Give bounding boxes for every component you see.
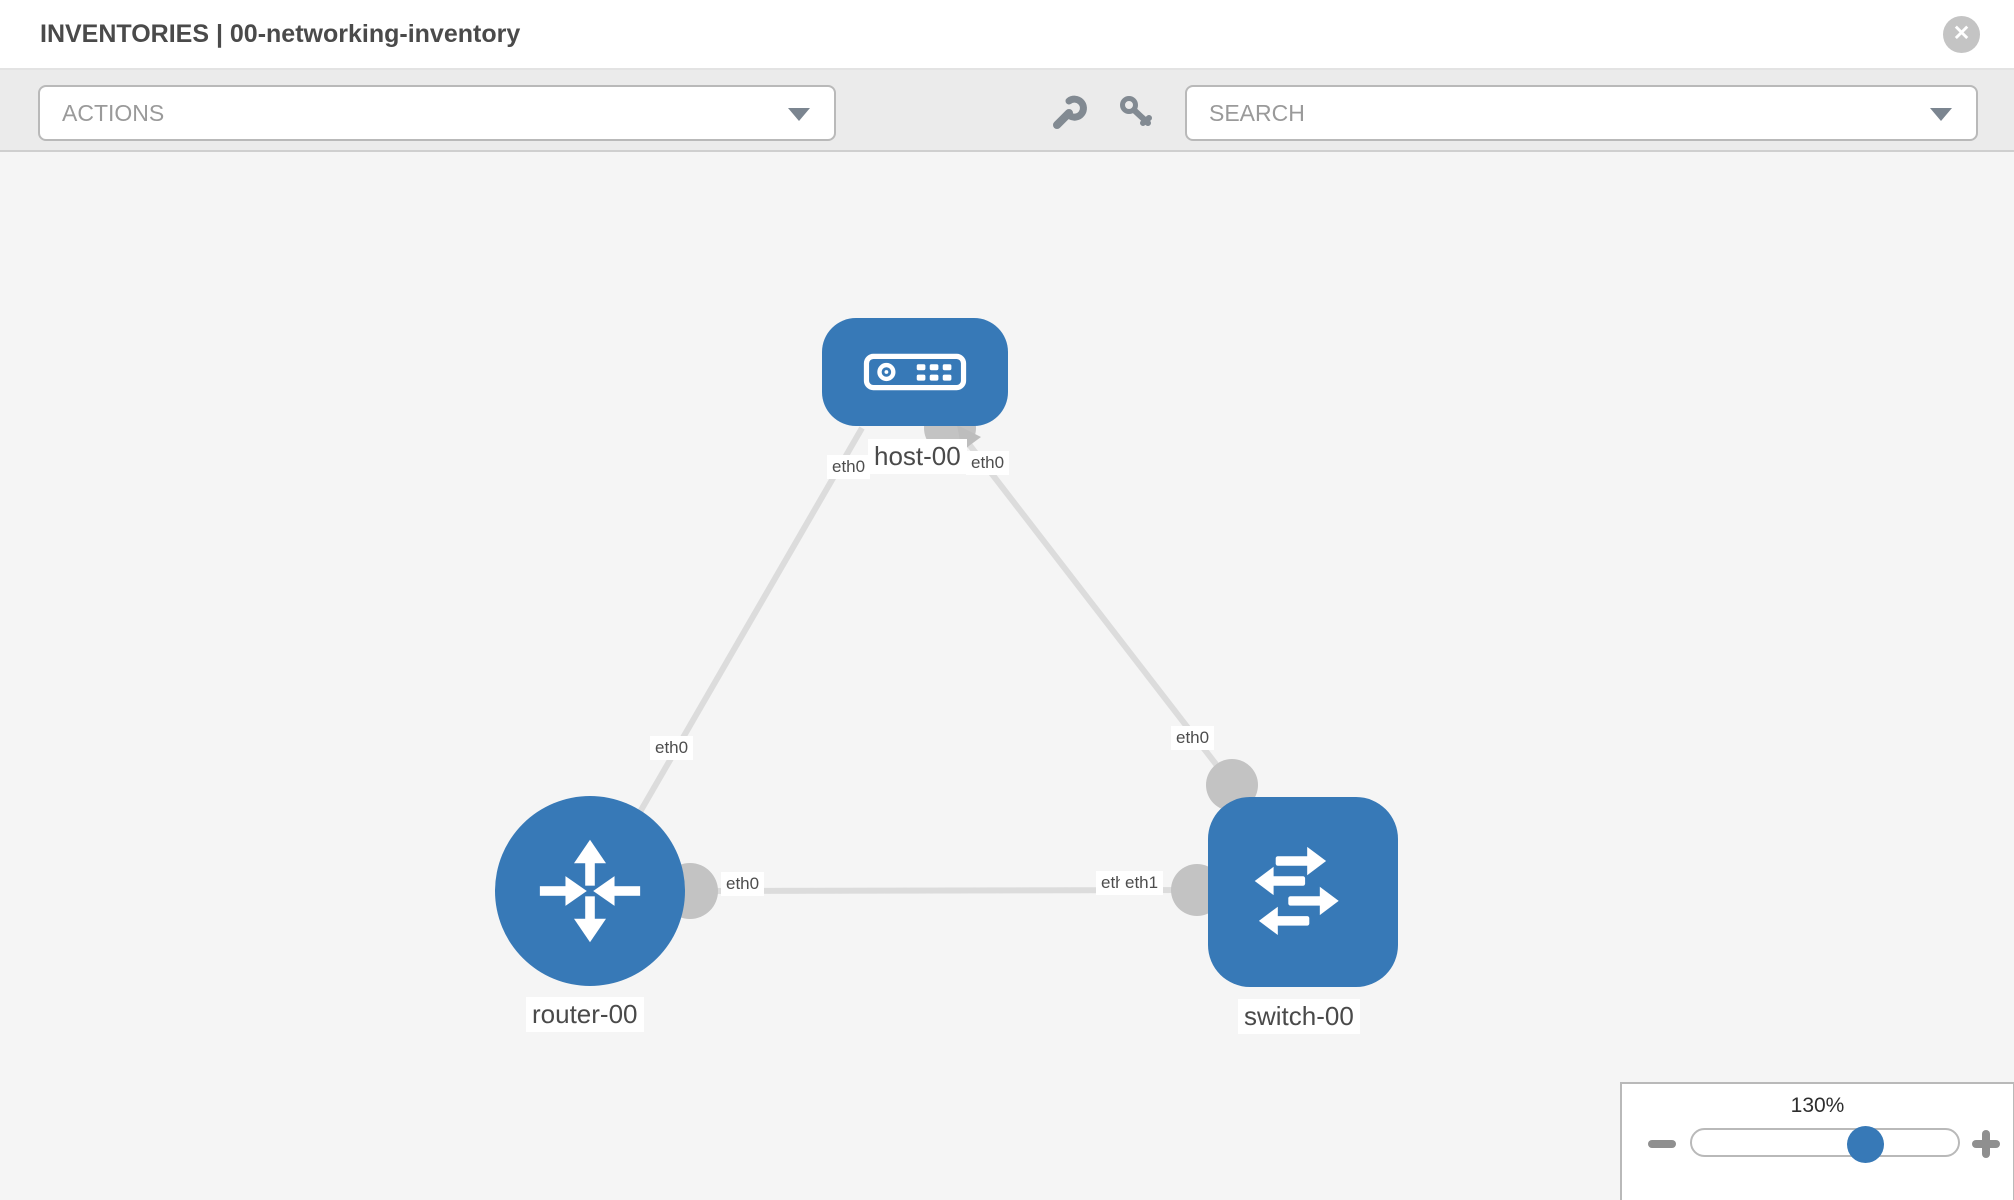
switch-icon (1254, 846, 1339, 936)
close-button[interactable]: ✕ (1943, 16, 1980, 53)
link-host-switch[interactable] (955, 428, 1235, 787)
search-dropdown-label: SEARCH (1209, 100, 1305, 126)
host-icon (863, 353, 967, 391)
plus-icon (1982, 1130, 1990, 1158)
router-icon (539, 839, 641, 943)
zoom-out-button[interactable] (1648, 1140, 1676, 1148)
zoom-slider-thumb[interactable] (1847, 1126, 1884, 1163)
actions-dropdown[interactable]: ACTIONS (38, 85, 836, 141)
zoom-slider-track[interactable] (1690, 1128, 1960, 1157)
node-switch-00[interactable] (1208, 797, 1398, 987)
zoom-in-button[interactable] (1972, 1130, 2000, 1158)
header: INVENTORIES | 00-networking-inventory ✕ (0, 0, 2014, 70)
eth-label: eth0 (827, 455, 871, 479)
key-icon[interactable] (1116, 92, 1156, 132)
eth-label: eth0 (966, 451, 1010, 475)
page-title: INVENTORIES | 00-networking-inventory (40, 20, 521, 48)
node-label-router: router-00 (526, 997, 644, 1032)
search-dropdown[interactable]: SEARCH (1185, 85, 1978, 141)
chevron-down-icon (788, 108, 810, 121)
links-layer (637, 402, 1258, 919)
topology-canvas[interactable]: host-00 router-00 switch-00 eth0 eth0 et… (0, 152, 2014, 1200)
eth-label: eth0 (1171, 726, 1215, 750)
wrench-icon[interactable] (1048, 92, 1088, 132)
node-host-00[interactable] (822, 318, 1008, 426)
node-label-host: host-00 (868, 439, 967, 474)
node-label-switch: switch-00 (1238, 999, 1360, 1034)
zoom-level: 130% (1790, 1094, 1845, 1117)
toolbar: ACTIONS SEARCH (0, 70, 2014, 152)
zoom-control-panel: 130% (1620, 1082, 2014, 1200)
close-icon: ✕ (1952, 22, 1971, 45)
node-router-00[interactable] (495, 796, 685, 986)
chevron-down-icon (1930, 108, 1952, 121)
eth-label: eth1 (1120, 871, 1164, 895)
eth-label: eth0 (721, 872, 765, 896)
eth-label: eth0 (650, 736, 694, 760)
actions-dropdown-label: ACTIONS (62, 100, 165, 126)
